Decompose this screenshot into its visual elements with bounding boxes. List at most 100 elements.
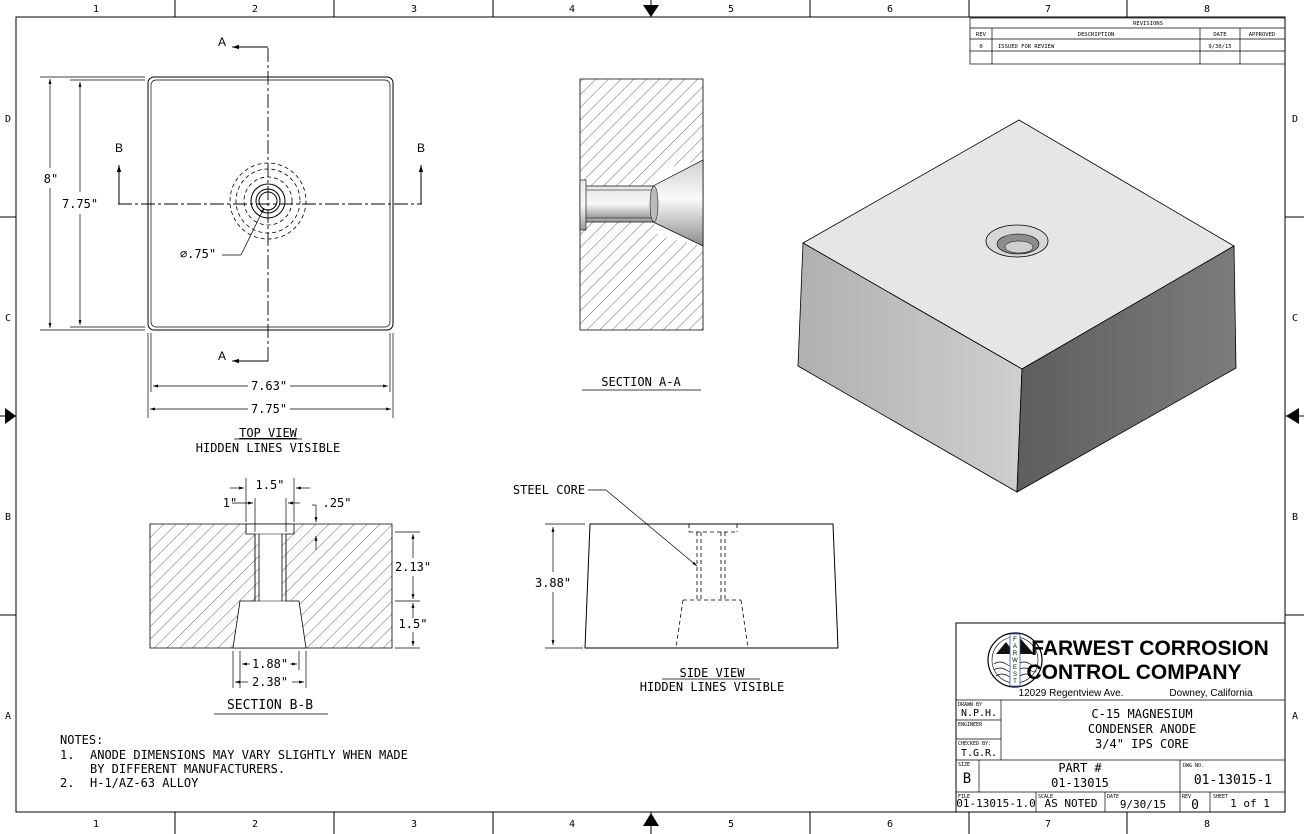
note-1-line-1: ANODE DIMENSIONS MAY VARY SLIGHTLY WHEN … <box>90 748 408 762</box>
note-1-number: 1. <box>60 748 74 762</box>
description-header: DESCRIPTION <box>1078 32 1114 38</box>
checked-by-label: CHECKED BY: <box>958 741 991 747</box>
company-name-line-1: FARWEST CORROSION <box>1031 637 1269 660</box>
rev-header: REV <box>976 32 987 38</box>
logo-letter-t: T <box>1013 679 1017 685</box>
dwg-number-label: DWG NO. <box>1183 763 1204 769</box>
dim-bb-upper: 2.13" <box>395 560 431 574</box>
company-address: 12029 Regentview Ave. <box>1019 688 1124 699</box>
logo-letter-f: F <box>1013 637 1017 643</box>
bottom-center-mark <box>643 813 659 826</box>
top-view: A A B B 8" 7.75" ∅.75" 7.63" 7.75" TOP V… <box>40 35 425 455</box>
part-description-line-2: CONDENSER ANODE <box>1088 722 1196 736</box>
col-label-5: 5 <box>728 4 734 15</box>
file-value: 01-13015-1.0 <box>956 797 1035 810</box>
dim-height-outer: 8" <box>44 172 58 186</box>
engineer-label: ENGINEER <box>958 722 983 728</box>
rev-cell: 0 <box>979 44 982 50</box>
file-label: FILE <box>958 794 970 800</box>
section-b-label-right: B <box>417 141 425 155</box>
company-name-line-2: CONTROL COMPANY <box>1026 661 1241 684</box>
col-label-8-bottom: 8 <box>1204 819 1210 830</box>
top-view-subtitle: HIDDEN LINES VISIBLE <box>196 441 341 455</box>
left-center-mark <box>5 408 16 424</box>
side-view-title: SIDE VIEW <box>679 666 745 680</box>
col-label-6-bottom: 6 <box>887 819 893 830</box>
company-city: Downey, California <box>1169 688 1253 699</box>
size-label: SIZE <box>958 762 970 768</box>
dwg-number-value: 01-13015-1 <box>1194 773 1272 788</box>
col-label-3-bottom: 3 <box>411 819 417 830</box>
scale-value: AS NOTED <box>1045 797 1098 810</box>
part-description-line-3: 3/4" IPS CORE <box>1095 737 1189 751</box>
dim-width-outer: 7.75" <box>251 402 287 416</box>
dim-bb-recess: .25" <box>323 496 352 510</box>
isometric-view <box>797 119 1237 493</box>
notes-heading: NOTES: <box>60 733 103 747</box>
col-label-4-bottom: 4 <box>569 819 575 830</box>
section-a-a: SECTION A-A <box>579 78 704 391</box>
description-cell: ISSUED FOR REVIEW <box>998 44 1055 50</box>
scale-label: SCALE <box>1038 794 1053 800</box>
steel-core-callout: STEEL CORE <box>513 483 585 497</box>
logo-letter-e: E <box>1013 665 1017 671</box>
dim-hole-diameter: ∅.75" <box>180 247 216 261</box>
top-view-title: TOP VIEW <box>239 426 298 440</box>
note-2-number: 2. <box>60 776 74 790</box>
col-label-7-bottom: 7 <box>1045 819 1051 830</box>
sheet-value: 1 of 1 <box>1230 797 1270 810</box>
dim-height-inner: 7.75" <box>62 197 98 211</box>
right-center-mark <box>1286 408 1299 424</box>
logo-letter-r: R <box>1013 651 1018 657</box>
part-description-line-1: C-15 MAGNESIUM <box>1091 707 1192 721</box>
drawn-by-value: N.P.H. <box>961 708 997 719</box>
top-center-mark <box>643 5 659 17</box>
notes: NOTES: 1. ANODE DIMENSIONS MAY VARY SLIG… <box>60 733 408 790</box>
row-label-a-right: A <box>1292 711 1298 722</box>
section-a-label-bottom: A <box>218 349 226 363</box>
dim-bb-bottom-inner: 1.88" <box>252 657 288 671</box>
side-view-subtitle: HIDDEN LINES VISIBLE <box>640 680 785 694</box>
dim-width-inner: 7.63" <box>251 379 287 393</box>
col-label-1-bottom: 1 <box>93 819 99 830</box>
revisions-title: REVISIONS <box>1133 21 1163 27</box>
note-1-line-2: BY DIFFERENT MANUFACTURERS. <box>90 762 285 776</box>
col-label-3: 3 <box>411 4 417 15</box>
dim-bb-top: 1.5" <box>256 478 285 492</box>
approved-header: APPROVED <box>1249 32 1276 38</box>
side-view: STEEL CORE 3.88" SIDE VIEW HIDDEN LINES … <box>513 483 839 694</box>
logo-letter-s: S <box>1013 672 1017 678</box>
row-label-d-right: D <box>1292 114 1298 125</box>
date-cell: 9/30/15 <box>1208 44 1231 50</box>
logo-letter-w: W <box>1012 658 1018 664</box>
part-number-label: PART # <box>1058 761 1102 775</box>
dim-bb-bottom-outer: 2.38" <box>252 675 288 689</box>
col-label-6: 6 <box>887 4 893 15</box>
row-label-b-right: B <box>1292 512 1298 523</box>
rev-label: REV <box>1182 794 1191 800</box>
drawn-by-label: DRAWN BY <box>958 702 982 708</box>
col-label-1: 1 <box>93 4 99 15</box>
section-b-label-left: B <box>115 141 123 155</box>
logo-letter-a: A <box>1013 644 1017 650</box>
col-label-2: 2 <box>252 4 258 15</box>
col-label-2-bottom: 2 <box>252 819 258 830</box>
section-b-b: 1.5" 1" .25" 2.13" 1.5" 1.88" 2.38" SECT… <box>149 478 431 715</box>
section-a-a-title: SECTION A-A <box>601 375 681 389</box>
col-label-7: 7 <box>1045 4 1051 15</box>
row-label-d: D <box>5 114 11 125</box>
date-label: DATE <box>1107 794 1119 800</box>
revisions-block: REVISIONS REV DESCRIPTION DATE APPROVED … <box>969 17 1286 65</box>
dim-side-height: 3.88" <box>535 576 571 590</box>
section-a-label-top: A <box>218 35 226 49</box>
row-label-c: C <box>5 313 11 324</box>
col-label-8: 8 <box>1204 4 1210 15</box>
row-label-b: B <box>5 512 11 523</box>
section-b-b-title: SECTION B-B <box>227 698 313 713</box>
part-number-value: 01-13015 <box>1051 776 1109 790</box>
col-label-4: 4 <box>569 4 575 15</box>
row-label-a: A <box>5 711 11 722</box>
note-2-line-1: H-1/AZ-63 ALLOY <box>90 776 199 790</box>
